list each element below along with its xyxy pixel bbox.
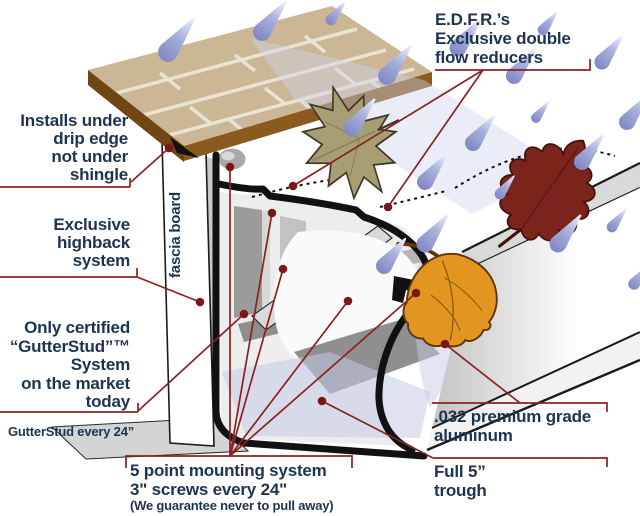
leader-dots	[164, 143, 450, 406]
label-line: not under	[51, 147, 128, 166]
label-line: system	[72, 251, 131, 270]
label-line: Exclusive double	[435, 29, 571, 48]
label-line: aluminum	[434, 426, 513, 445]
label-line: trough	[434, 481, 487, 500]
label-line: Full 5”	[434, 462, 486, 481]
roof-edge-front	[184, 72, 432, 161]
label-line: Only certified	[24, 318, 130, 337]
label-full-5-trough: Full 5” trough	[434, 462, 487, 500]
raindrop-icon	[615, 88, 640, 134]
leader-lines	[0, 59, 608, 468]
label-gutterstud-every-24: GutterStud every 24”	[8, 424, 135, 439]
label-line: E.D.F.R.’s	[435, 10, 510, 29]
maple-leaf-icon	[300, 84, 400, 201]
raindrop-icon	[413, 209, 455, 256]
aspen-leaf-icon	[396, 241, 498, 348]
screw-hole	[218, 148, 246, 170]
label-edfr-flow-reducers: E.D.F.R.’s Exclusive double flow reducer…	[435, 10, 605, 67]
drip-edge	[170, 137, 199, 158]
label-five-point-mounting: 5 point mounting system 3" screws every …	[130, 461, 334, 513]
label-line: highback	[56, 233, 130, 252]
label-only-certified-gutterstud: Only certified “GutterStud”™ System on t…	[0, 318, 131, 412]
label-line: today	[85, 392, 131, 411]
oak-leaf-icon	[497, 139, 596, 249]
label-note: (We guarantee never to pull away)	[130, 498, 334, 513]
label-line: “GutterStud”™	[9, 336, 130, 356]
label-line: 3" screws every 24"	[130, 480, 287, 499]
label-line: Exclusive	[53, 215, 130, 234]
label-line: on the market	[21, 373, 130, 393]
label-line: .032 premium grade	[434, 407, 592, 426]
raindrop-icon	[529, 97, 554, 125]
label-fascia-board: fascia board	[167, 192, 184, 278]
label-line: shingle	[69, 165, 128, 184]
label-exclusive-highback: Exclusive highback system	[0, 216, 130, 270]
roof-edge-left	[88, 70, 184, 162]
label-line: System	[70, 355, 130, 374]
label-line: flow reducers	[435, 48, 543, 67]
label-installs-under-drip-edge: Installs under drip edge not under shing…	[0, 112, 128, 184]
label-line: 5 point mounting system	[130, 461, 327, 480]
roof-shingles	[88, 6, 432, 162]
label-line: Installs under	[20, 111, 128, 130]
label-premium-aluminum: .032 premium grade aluminum	[434, 407, 591, 445]
label-line: drip edge	[53, 129, 128, 148]
